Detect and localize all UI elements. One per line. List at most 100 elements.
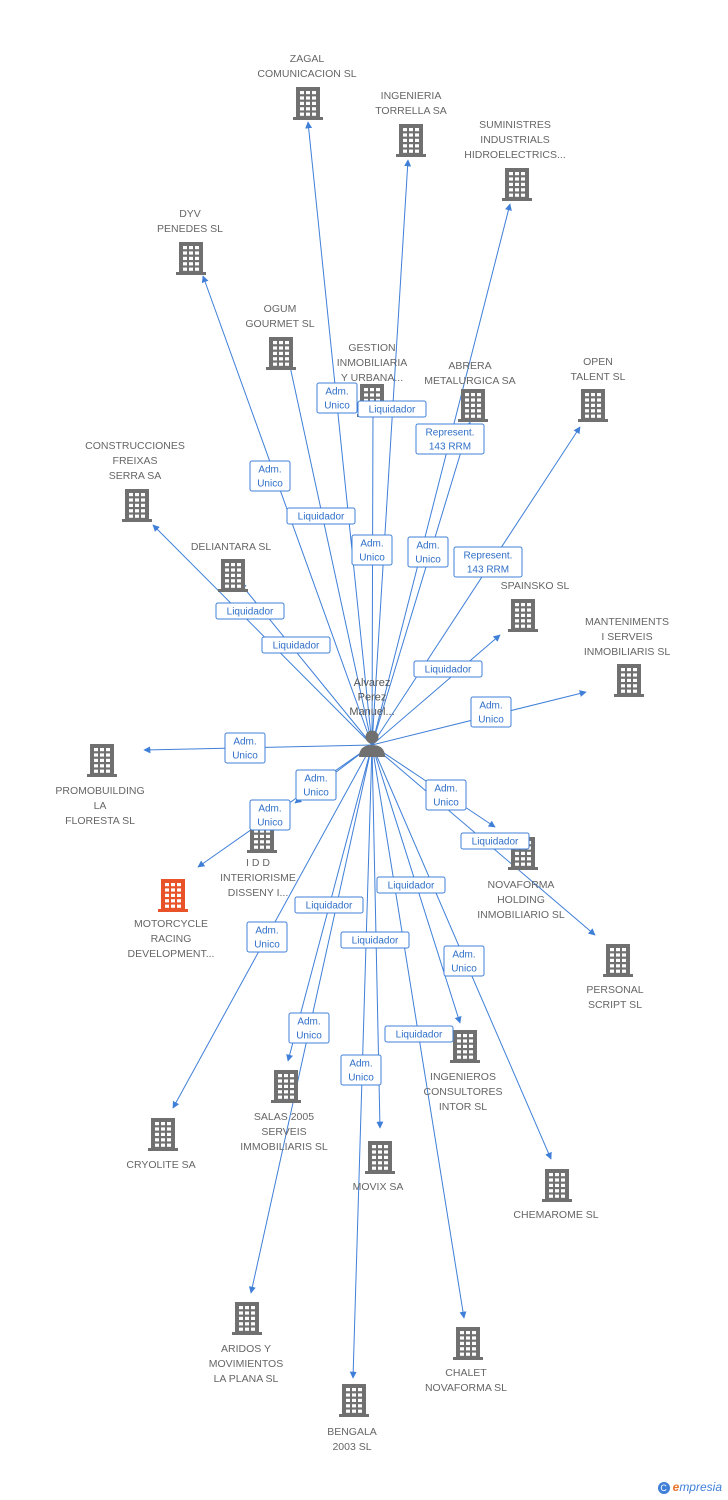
- text-line: INDUSTRIALS: [480, 134, 549, 146]
- role-box: [357, 400, 427, 418]
- company-label: INGENIEROS CONSULTORES INTOR SL: [424, 1071, 503, 1113]
- text-line: ZAGAL: [290, 53, 325, 65]
- company-node-ingenieros[interactable]: INGENIEROS CONSULTORES INTOR SL: [424, 1030, 503, 1113]
- role-box: [249, 460, 291, 492]
- role-box: [249, 799, 291, 831]
- building-icon: [176, 242, 206, 275]
- edge-role-label-promobuilding: Adm.Unico: [224, 732, 266, 764]
- edge-role-label-chemarome: Adm.Unico: [443, 945, 485, 977]
- person-name: AlvarezPerezManuel...: [349, 677, 394, 718]
- role-box: [351, 534, 393, 566]
- company-node-deliantara[interactable]: DELIANTARA SL: [191, 541, 271, 592]
- role-box: [246, 921, 288, 953]
- text-line: Perez: [358, 692, 387, 704]
- text-line: Adm.: [304, 774, 327, 785]
- text-line: Unico: [478, 715, 504, 726]
- text-line: OGUM: [264, 303, 297, 315]
- company-node-dyv[interactable]: DYV PENEDES SL: [157, 208, 223, 275]
- edge-role-label-movix: Liquidador: [340, 931, 410, 949]
- building-icon: [542, 1169, 572, 1202]
- company-node-suministres[interactable]: SUMINISTRESINDUSTRIALSHIDROELECTRICS...: [464, 119, 566, 201]
- text-line: Unico: [433, 798, 459, 809]
- text-line: HOLDING: [497, 894, 545, 906]
- text-line: Y URBANA...: [341, 372, 403, 384]
- text-line: PENEDES SL: [157, 223, 223, 235]
- edge-role-label-spainsko: Liquidador: [413, 660, 483, 678]
- role-box: [288, 1012, 330, 1044]
- text-line: DYV: [179, 208, 201, 220]
- company-node-cryolite[interactable]: CRYOLITE SA: [126, 1118, 196, 1171]
- company-node-zagal[interactable]: ZAGAL COMUNICACION SL: [257, 53, 357, 120]
- role-box: [294, 896, 364, 914]
- role-box: [376, 876, 446, 894]
- building-icon: [502, 168, 532, 201]
- text-line: INGENIEROS: [430, 1071, 496, 1083]
- text-line: CONSULTORES: [424, 1086, 503, 1098]
- center-person-node[interactable]: AlvarezPerezManuel...: [349, 677, 395, 757]
- edge-role-label-ogum: Liquidador: [286, 507, 356, 525]
- edge-line-open: [371, 426, 581, 746]
- edge-role-label-personal: Liquidador: [460, 832, 530, 850]
- company-node-chemarome[interactable]: CHEMAROME SL: [513, 1169, 599, 1221]
- text-line: Unico: [232, 751, 258, 762]
- text-line: FLORESTA SL: [65, 815, 135, 827]
- text-line: CRYOLITE SA: [126, 1159, 195, 1171]
- role-box: [407, 536, 449, 568]
- edge-role-label-manteniments: Adm.Unico: [470, 696, 512, 728]
- building-icon: [232, 1302, 262, 1335]
- building-icon: [148, 1118, 178, 1151]
- role-box: [384, 1025, 454, 1043]
- text-line: Liquidador: [298, 512, 345, 523]
- text-line: Unico: [257, 818, 283, 829]
- building-icon: [578, 389, 608, 422]
- edge-role-label-chalet: Liquidador: [384, 1025, 454, 1043]
- text-line: RACING: [151, 933, 192, 945]
- role-box: [340, 1054, 382, 1086]
- company-label: CRYOLITE SA: [126, 1159, 195, 1171]
- company-label: DYV PENEDES SL: [157, 208, 223, 235]
- text-line: GESTION: [348, 342, 395, 354]
- building-icon: [158, 879, 188, 912]
- text-line: METALURGICA SA: [424, 375, 515, 387]
- text-line: DISSENY I...: [228, 887, 289, 899]
- text-line: PROMOBUILDING: [55, 785, 144, 797]
- company-node-motorcycle[interactable]: MOTORCYCLERACINGDEVELOPMENT...: [128, 879, 215, 960]
- text-line: Adm.: [325, 387, 348, 398]
- text-line: Unico: [451, 964, 477, 975]
- text-line: INMOBILIARIS SL: [584, 646, 671, 658]
- company-node-movix[interactable]: MOVIX SA: [353, 1141, 404, 1193]
- company-label: ZAGAL COMUNICACION SL: [257, 53, 356, 80]
- company-node-spainsko[interactable]: SPAINSKO SL: [501, 580, 570, 632]
- text-line: ARIDOS Y: [221, 1343, 271, 1355]
- text-line: TORRELLA SA: [375, 105, 447, 117]
- role-box: [470, 696, 512, 728]
- text-line: Adm.: [258, 465, 281, 476]
- text-line: COMUNICACION SL: [257, 68, 356, 80]
- text-line: Liquidador: [273, 641, 320, 652]
- person-icon: [359, 730, 385, 757]
- text-line: INTOR SL: [439, 1101, 487, 1113]
- company-label: MOVIX SA: [353, 1181, 404, 1193]
- edge-line-suministres: [371, 203, 512, 746]
